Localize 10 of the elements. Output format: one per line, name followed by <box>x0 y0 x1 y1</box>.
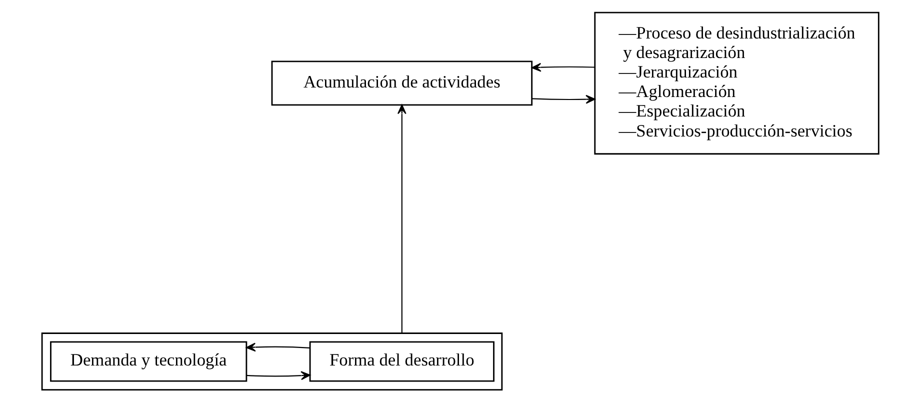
arrow <box>531 62 594 72</box>
node-box: Forma del desarrollo <box>308 341 494 382</box>
node-box: —Proceso de desindustrialización y desagrarización —Jerarquización —Aglomeración —Especialización —Servicios-producción-servicios <box>594 12 879 155</box>
arrow <box>396 104 406 334</box>
arrow <box>246 342 310 352</box>
arrow <box>246 371 310 380</box>
arrow <box>532 94 595 104</box>
node-box: Acumulación de actividades <box>270 60 532 106</box>
cluster <box>40 332 502 390</box>
node-box: Demanda y tecnología <box>50 341 247 382</box>
